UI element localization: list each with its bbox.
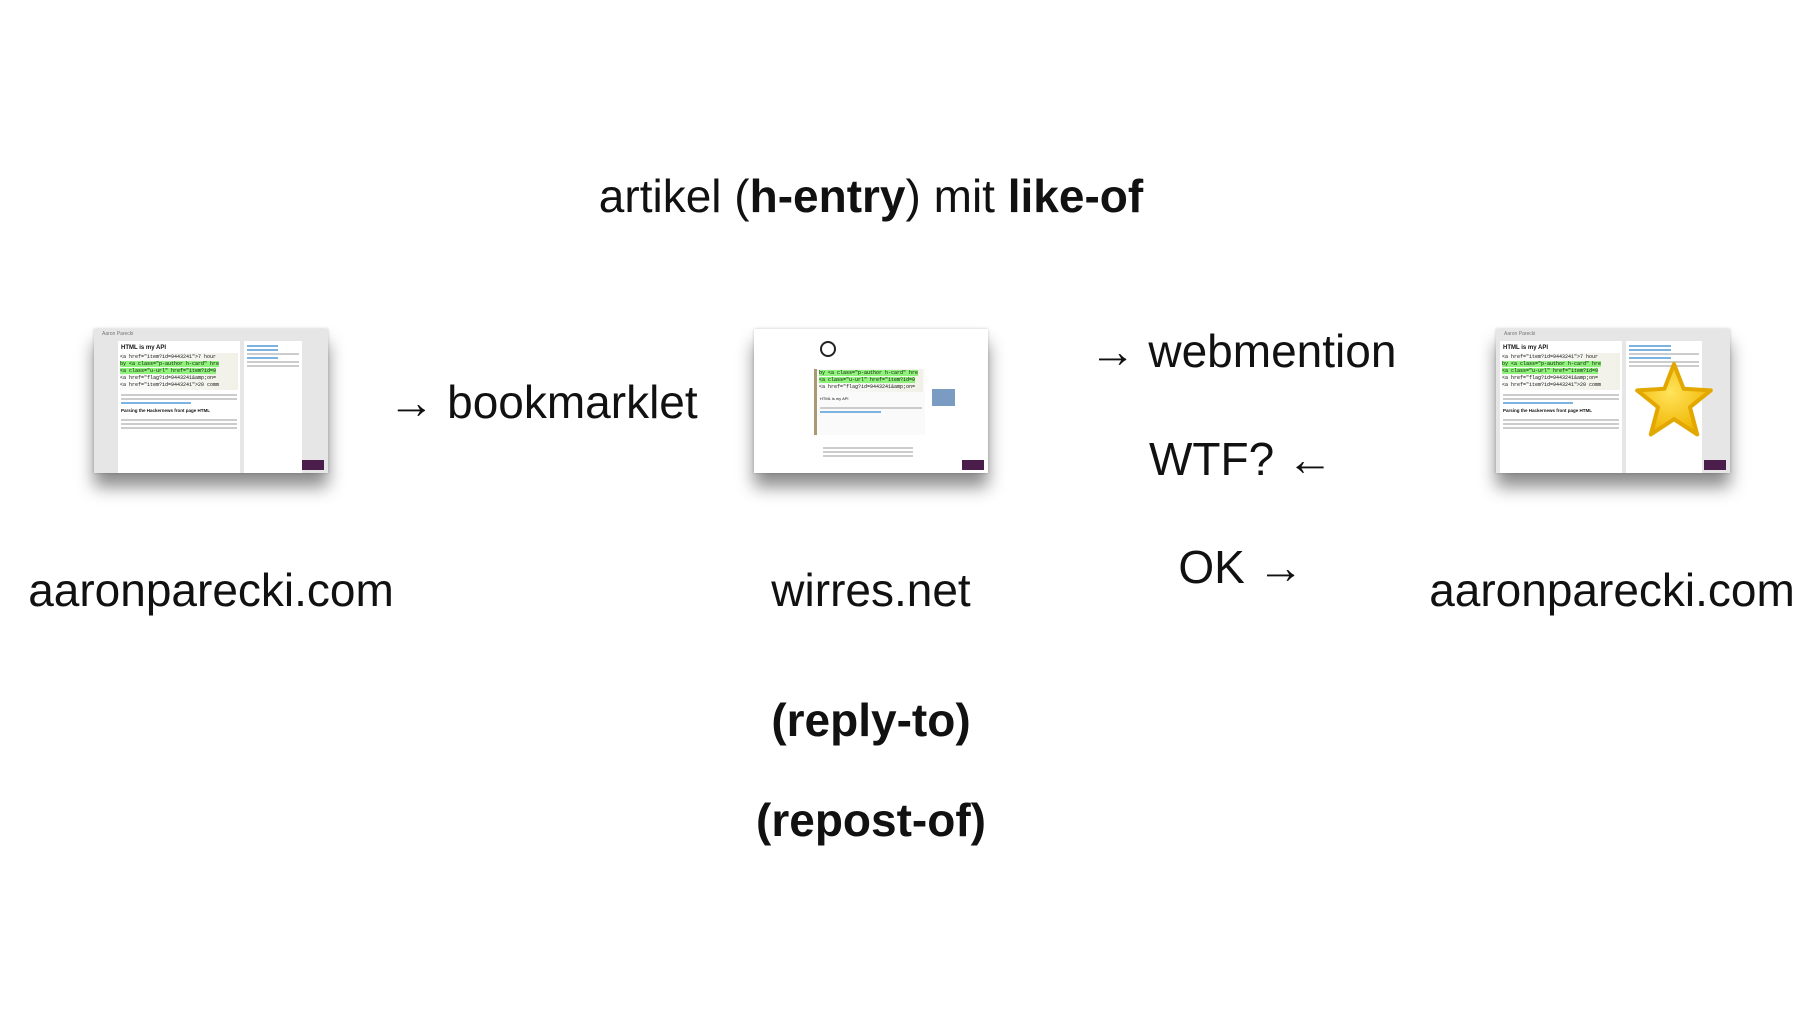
thumb-text	[1503, 394, 1619, 404]
thumb-post-title: HTML is my API	[121, 345, 167, 351]
code-line: by <a class="p-author h-card" hre	[819, 370, 923, 377]
code-highlight: <a class="u-url" href="item?id=9	[819, 377, 916, 383]
title-hentry: h-entry	[749, 170, 906, 222]
thumb-image	[932, 389, 955, 406]
step-ok: OK →	[1178, 541, 1304, 593]
thumb-badge	[1704, 460, 1726, 470]
thumb-sidebar	[244, 341, 302, 473]
title-text-2: ) mit	[905, 170, 1008, 222]
screenshot-aaronparecki-liked: Aaron Parecki HTML is my API <a href="it…	[1496, 329, 1730, 473]
code-line: <a href="flag?id=9443241&amp;on=	[819, 384, 916, 390]
thumb-main: HTML is my API <a href="item?id=9443241"…	[118, 341, 240, 473]
title-text: artikel (	[598, 170, 750, 222]
code-line: by <a class="p-author h-card" hre	[120, 361, 238, 368]
thumb-main: HTML is my API <a href="item?id=9443241"…	[1500, 341, 1622, 473]
site-label-left: aaronparecki.com	[28, 564, 394, 616]
step-webmention: → webmention	[1089, 325, 1397, 377]
code-line: <a class="u-url" href="item?id=9	[120, 368, 238, 375]
step-wtf: WTF? ←	[1149, 433, 1333, 485]
code-highlight: by <a class="p-author h-card" hre	[1502, 361, 1602, 367]
code-highlight: <a class="u-url" href="item?id=9	[120, 368, 217, 374]
thumb-text	[121, 394, 237, 404]
code-highlight: <a class="u-url" href="item?id=9	[1502, 368, 1599, 374]
thumb-site-name: Aaron Parecki	[102, 331, 134, 337]
thumb-badge	[302, 460, 324, 470]
thumb-post-title: HTML is my API	[1503, 345, 1549, 351]
code-line: <a href="item?id=9443241">20 comm	[1502, 382, 1602, 388]
thumb-text	[823, 445, 913, 459]
thumb-text	[121, 419, 237, 429]
code-line: by <a class="p-author h-card" hre	[1502, 361, 1620, 368]
thumb-post-title: HTML is my API	[820, 396, 849, 401]
wirres-logo-icon	[820, 341, 836, 357]
site-label-right: aaronparecki.com	[1429, 564, 1795, 616]
thumb-code: by <a class="p-author h-card" hre <a cla…	[819, 369, 923, 392]
alt-repost-of: (repost-of)	[756, 794, 986, 846]
thumb-badge	[962, 460, 984, 470]
thumb-section-title: Parsing the Hackernews front page HTML	[121, 408, 211, 413]
screenshot-wirres-net: by <a class="p-author h-card" hre <a cla…	[754, 329, 988, 473]
thumb-quoted-post: by <a class="p-author h-card" hre <a cla…	[814, 369, 925, 435]
code-highlight: by <a class="p-author h-card" hre	[120, 361, 220, 367]
thumb-code: <a href="item?id=9443241">7 hour by <a c…	[1502, 353, 1620, 390]
site-label-middle: wirres.net	[771, 564, 971, 616]
code-line: <a class="u-url" href="item?id=9	[819, 377, 923, 384]
code-line: <a href="flag?id=9443241&amp;on=	[1502, 375, 1599, 381]
thumb-section-title: Parsing the Hackernews front page HTML	[1503, 408, 1593, 413]
title-likeof: like-of	[1007, 170, 1144, 222]
step-bookmarklet: → bookmarklet	[388, 376, 698, 428]
code-line: <a href="item?id=9443241">7 hour	[120, 354, 217, 360]
code-highlight: by <a class="p-author h-card" hre	[819, 370, 919, 376]
thumb-text	[1503, 419, 1619, 429]
code-line: <a href="item?id=9443241">7 hour	[1502, 354, 1599, 360]
code-line: <a class="u-url" href="item?id=9	[1502, 368, 1620, 375]
star-icon	[1635, 362, 1713, 437]
thumb-site-name: Aaron Parecki	[1504, 331, 1536, 337]
slide-title: artikel (h-entry) mit like-of	[599, 173, 1143, 219]
code-line: <a href="flag?id=9443241&amp;on=	[120, 375, 217, 381]
code-line: <a href="item?id=9443241">20 comm	[120, 382, 220, 388]
screenshot-aaronparecki-original: Aaron Parecki HTML is my API <a href="it…	[94, 329, 328, 473]
thumb-code: <a href="item?id=9443241">7 hour by <a c…	[120, 353, 238, 390]
alt-reply-to: (reply-to)	[771, 694, 971, 746]
